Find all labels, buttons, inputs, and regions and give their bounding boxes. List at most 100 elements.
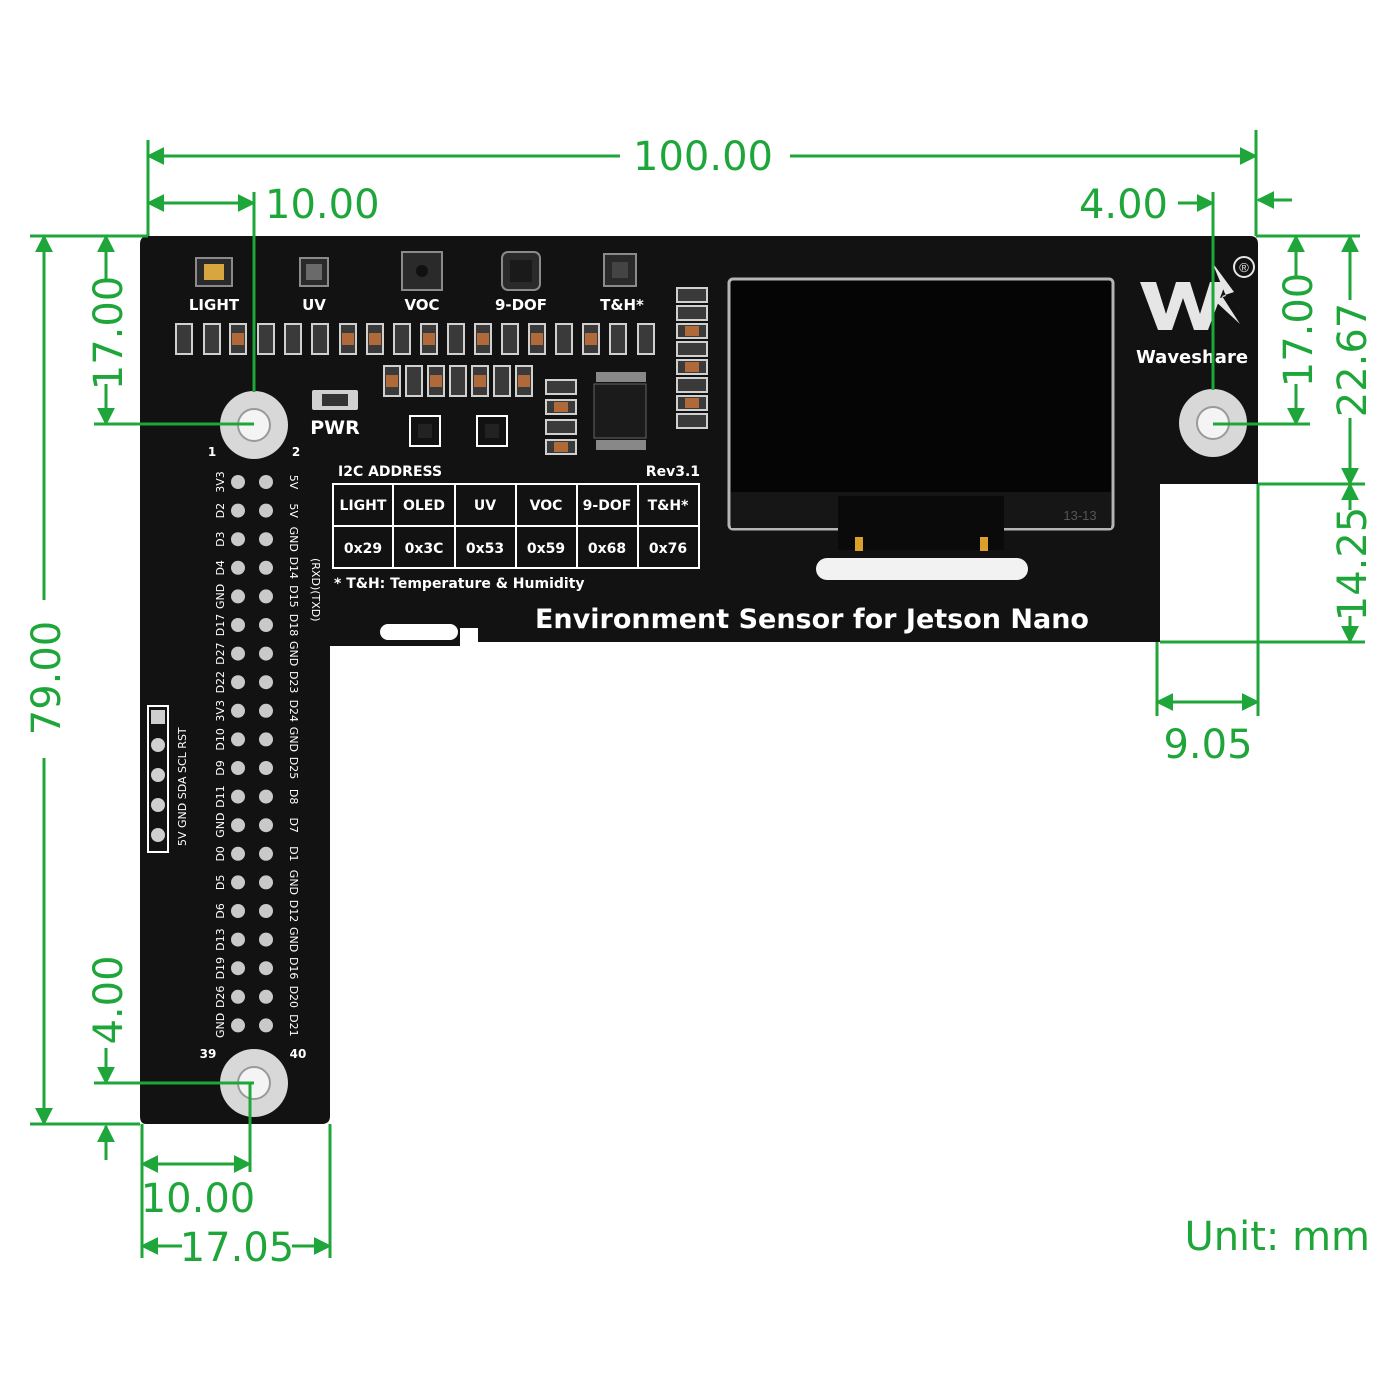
header-pin bbox=[231, 789, 245, 804]
header-pin bbox=[259, 589, 273, 604]
header-left-label: D9 bbox=[214, 760, 227, 775]
header-pin bbox=[259, 503, 273, 518]
dim-bottom-hole-y: 4.00 bbox=[86, 955, 132, 1044]
board-title: Environment Sensor for Jetson Nano bbox=[535, 604, 1089, 635]
header-right-label: D1 bbox=[287, 846, 300, 861]
pcb-board: LIGHT UV VOC 9-DOF T&H* bbox=[140, 236, 1258, 1124]
header-right-label: D24 bbox=[287, 700, 300, 722]
smd-resistor-group bbox=[383, 365, 533, 397]
ic-sot-2 bbox=[476, 415, 508, 447]
side-connector-5pin bbox=[147, 705, 169, 853]
dim-bottom-width: 17.05 bbox=[180, 1225, 295, 1271]
header-pin bbox=[231, 589, 245, 604]
header-right-label: 5V bbox=[287, 475, 300, 490]
header-right-label: GND bbox=[287, 641, 300, 666]
header-pin bbox=[231, 761, 245, 775]
header-pin bbox=[231, 560, 245, 575]
header-left-label: GND bbox=[214, 584, 227, 609]
revision-label: Rev3.1 bbox=[646, 464, 700, 480]
dim-left-hole-y: 17.00 bbox=[86, 276, 132, 391]
header-pin bbox=[231, 846, 245, 861]
header-pin bbox=[231, 646, 245, 661]
header-left-label: D19 bbox=[214, 957, 227, 979]
header-pin bbox=[259, 904, 273, 918]
header-right-label: GND bbox=[287, 727, 300, 752]
header-left-label: D3 bbox=[214, 531, 227, 546]
header-left-label: D5 bbox=[214, 875, 227, 890]
oled-display: 13-13 bbox=[727, 277, 1115, 580]
header-left-label: D22 bbox=[214, 671, 227, 693]
ic-sot-1 bbox=[409, 415, 441, 447]
sensor-light-chip bbox=[195, 257, 233, 287]
header-pin bbox=[259, 618, 273, 632]
i2c-header-light: LIGHT bbox=[340, 498, 387, 514]
header-pin bbox=[259, 761, 273, 775]
header-right-label: GND bbox=[287, 927, 300, 952]
header-pin bbox=[259, 932, 273, 947]
pin-1-label: 1 bbox=[208, 445, 216, 459]
header-pin bbox=[259, 532, 273, 547]
header-pin bbox=[231, 732, 245, 747]
i2c-header-voc: VOC bbox=[530, 498, 563, 514]
i2c-header-oled: OLED bbox=[403, 498, 445, 514]
header-pin bbox=[259, 846, 273, 861]
header-pin bbox=[259, 961, 273, 976]
header-pin bbox=[231, 904, 245, 918]
header-pin bbox=[231, 989, 245, 1004]
smd-resistor-row bbox=[175, 323, 655, 355]
sensor-label-th: T&H* bbox=[600, 296, 644, 314]
header-left-label: GND bbox=[214, 813, 227, 838]
header-right-label: D8 bbox=[287, 789, 300, 804]
i2c-value-9dof: 0x68 bbox=[588, 541, 626, 557]
board-slot bbox=[380, 624, 458, 640]
sensor-label-9dof: 9-DOF bbox=[495, 296, 547, 314]
header-right-label: D21 bbox=[287, 1014, 300, 1036]
header-pin bbox=[259, 703, 273, 718]
header-pin bbox=[231, 703, 245, 718]
dim-right-tab-height: 14.25 bbox=[1330, 507, 1376, 622]
side-connector-label: 5V GND SDA SCL RST bbox=[176, 727, 189, 846]
header-left-label: D26 bbox=[214, 986, 227, 1008]
header-right-label: GND bbox=[287, 870, 300, 895]
sensor-label-voc: VOC bbox=[404, 296, 439, 314]
header-right-label: 5V bbox=[287, 503, 300, 518]
smd-resistor-column bbox=[676, 287, 708, 429]
header-left-label: 3V3 bbox=[214, 700, 227, 722]
level-shifter-ic bbox=[593, 372, 647, 450]
header-pin bbox=[231, 475, 245, 489]
header-left-label: D2 bbox=[214, 503, 227, 518]
header-left-label: D6 bbox=[214, 903, 227, 918]
sensor-9dof-chip bbox=[501, 251, 541, 291]
unit-label: Unit: mm bbox=[1184, 1214, 1370, 1260]
i2c-value-light: 0x29 bbox=[344, 541, 382, 557]
dim-right-hole-y: 17.00 bbox=[1276, 273, 1322, 388]
header-pin bbox=[259, 1018, 273, 1033]
header-left-label: D0 bbox=[214, 846, 227, 861]
header-pin bbox=[259, 646, 273, 661]
header-pin bbox=[231, 961, 245, 976]
pin-2-label: 2 bbox=[292, 445, 300, 459]
header-left-label: D13 bbox=[214, 928, 227, 950]
header-pin bbox=[231, 532, 245, 547]
dim-right-tab-width: 9.05 bbox=[1163, 722, 1252, 768]
header-pin bbox=[231, 1018, 245, 1033]
header-left-label: D17 bbox=[214, 614, 227, 636]
header-right-label: D14 bbox=[287, 557, 300, 579]
i2c-footnote: * T&H: Temperature & Humidity bbox=[334, 576, 585, 592]
brand-label: Waveshare bbox=[1136, 347, 1248, 368]
i2c-header-9dof: 9-DOF bbox=[583, 498, 632, 514]
registered-mark: ® bbox=[1239, 260, 1249, 275]
dim-top-right-hole-x: 4.00 bbox=[1079, 182, 1168, 228]
i2c-header-uv: UV bbox=[474, 498, 496, 514]
sensor-uv-chip bbox=[299, 257, 329, 287]
header-pin bbox=[231, 818, 245, 833]
pwr-label: PWR bbox=[310, 417, 360, 439]
i2c-address-table: I2C ADDRESS Rev3.1 LIGHT OLED UV VOC 9-D… bbox=[332, 464, 700, 592]
i2c-value-voc: 0x59 bbox=[527, 541, 565, 557]
header-pin bbox=[259, 732, 273, 747]
header-pin bbox=[259, 875, 273, 890]
header-right-label: D12 bbox=[287, 900, 300, 922]
header-right-label: GND bbox=[287, 527, 300, 552]
header-right-label: D16 bbox=[287, 957, 300, 979]
